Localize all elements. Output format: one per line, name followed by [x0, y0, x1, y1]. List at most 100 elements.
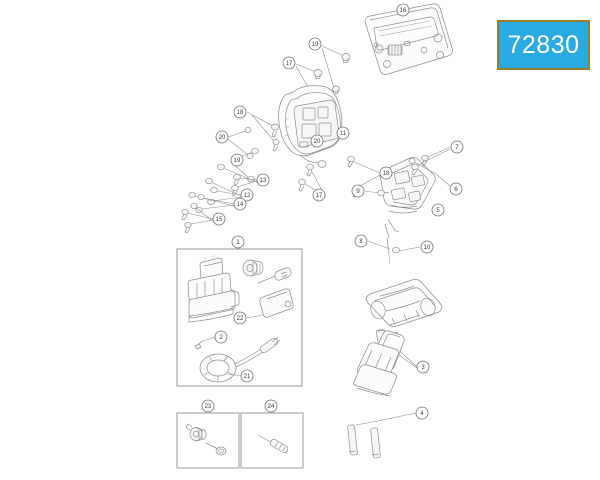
callout-19: 19	[230, 153, 244, 167]
callout-19: 19	[308, 37, 322, 51]
callout-12: 12	[240, 188, 254, 202]
callout-label: 12	[244, 193, 251, 199]
accessory-boxes	[176, 409, 304, 469]
callout-1: 1	[231, 235, 245, 249]
callout-label: 17	[286, 61, 293, 67]
callout-15: 15	[212, 212, 226, 226]
callout-label: 11	[340, 131, 347, 137]
part-key	[257, 267, 292, 284]
callout-circle	[233, 311, 247, 325]
callout-20: 20	[310, 134, 324, 148]
callout-circle	[201, 399, 215, 413]
callout-17: 17	[312, 188, 326, 202]
callout-label: 10	[424, 245, 431, 251]
callout-11: 11	[336, 126, 350, 140]
part-connector	[194, 336, 216, 350]
callout-3: 3	[416, 360, 430, 374]
part-lock-barrel	[242, 259, 264, 277]
part-immobilizer	[246, 288, 294, 319]
part-instrument-cluster	[364, 3, 453, 75]
callout-circle	[214, 330, 228, 344]
callout-circle	[282, 56, 296, 70]
callout-label: 3	[421, 365, 425, 371]
callout-21: 21	[240, 369, 254, 383]
callout-13: 13	[256, 173, 270, 187]
callout-circle	[336, 126, 350, 140]
callout-circle	[416, 360, 430, 374]
callout-circle	[420, 240, 434, 254]
callout-2: 2	[214, 330, 228, 344]
callout-circle	[231, 235, 245, 249]
part-ignition-lock	[187, 255, 240, 323]
callout-4: 4	[415, 406, 429, 420]
callout-circle	[310, 134, 324, 148]
callout-circle	[233, 105, 247, 119]
callout-9: 9	[351, 184, 365, 198]
callout-circle	[354, 234, 368, 248]
callout-label: 5	[436, 208, 440, 214]
callout-label: 8	[359, 239, 363, 245]
callout-circle	[264, 399, 278, 413]
callout-circle	[351, 184, 365, 198]
callout-circle	[212, 212, 226, 226]
callout-label: 16	[400, 8, 407, 14]
callout-label: 1	[236, 240, 240, 246]
callout-label: 19	[312, 42, 319, 48]
part-switch-housing	[364, 146, 451, 265]
callout-circle	[256, 173, 270, 187]
part-headlight-mask	[278, 85, 343, 168]
part-lock-cylinder-23	[185, 423, 207, 442]
callout-circle	[449, 182, 463, 196]
callout-circle	[308, 37, 322, 51]
fastener-fan-group	[181, 163, 258, 234]
callout-circle	[240, 369, 254, 383]
callout-circle	[215, 130, 229, 144]
callout-8: 8	[354, 234, 368, 248]
callout-label: 21	[244, 374, 251, 380]
callout-circle	[431, 203, 445, 217]
callout-18: 18	[379, 166, 393, 180]
callout-label: 19	[234, 158, 241, 164]
callout-14: 14	[233, 197, 247, 211]
callout-circle	[379, 166, 393, 180]
callout-label: 9	[356, 189, 360, 195]
part-key-24	[257, 434, 289, 454]
callout-circle	[415, 406, 429, 420]
callout-label: 20	[314, 139, 321, 145]
callout-23: 23	[201, 399, 215, 413]
callout-17: 17	[282, 56, 296, 70]
callout-5: 5	[431, 203, 445, 217]
callout-circle	[396, 3, 410, 17]
callout-label: 4	[420, 411, 424, 417]
part-ring-antenna	[199, 336, 281, 383]
callout-label: 22	[237, 316, 244, 322]
callout-circle	[312, 188, 326, 202]
callout-label: 18	[383, 171, 390, 177]
callout-7: 7	[450, 140, 464, 154]
callout-circle	[450, 140, 464, 154]
callout-circle	[233, 197, 247, 211]
callout-label: 6	[454, 187, 458, 193]
callout-label: 23	[205, 404, 212, 410]
callout-label: 18	[237, 110, 244, 116]
callout-10: 10	[420, 240, 434, 254]
callout-label: 24	[268, 404, 275, 410]
part-lower-switch-housing	[347, 330, 417, 459]
callout-label: 15	[216, 217, 223, 223]
callout-label: 7	[455, 145, 459, 151]
callout-22: 22	[233, 311, 247, 325]
callout-20: 20	[215, 130, 229, 144]
callout-circle	[230, 153, 244, 167]
callout-24: 24	[264, 399, 278, 413]
callout-label: 17	[316, 193, 323, 199]
callout-label: 2	[219, 335, 223, 341]
callout-circle	[240, 188, 254, 202]
callout-label: 14	[237, 202, 244, 208]
part-group-badge: 72830	[497, 20, 590, 70]
callout-16: 16	[396, 3, 410, 17]
part-key-23	[205, 442, 227, 456]
callout-6: 6	[449, 182, 463, 196]
